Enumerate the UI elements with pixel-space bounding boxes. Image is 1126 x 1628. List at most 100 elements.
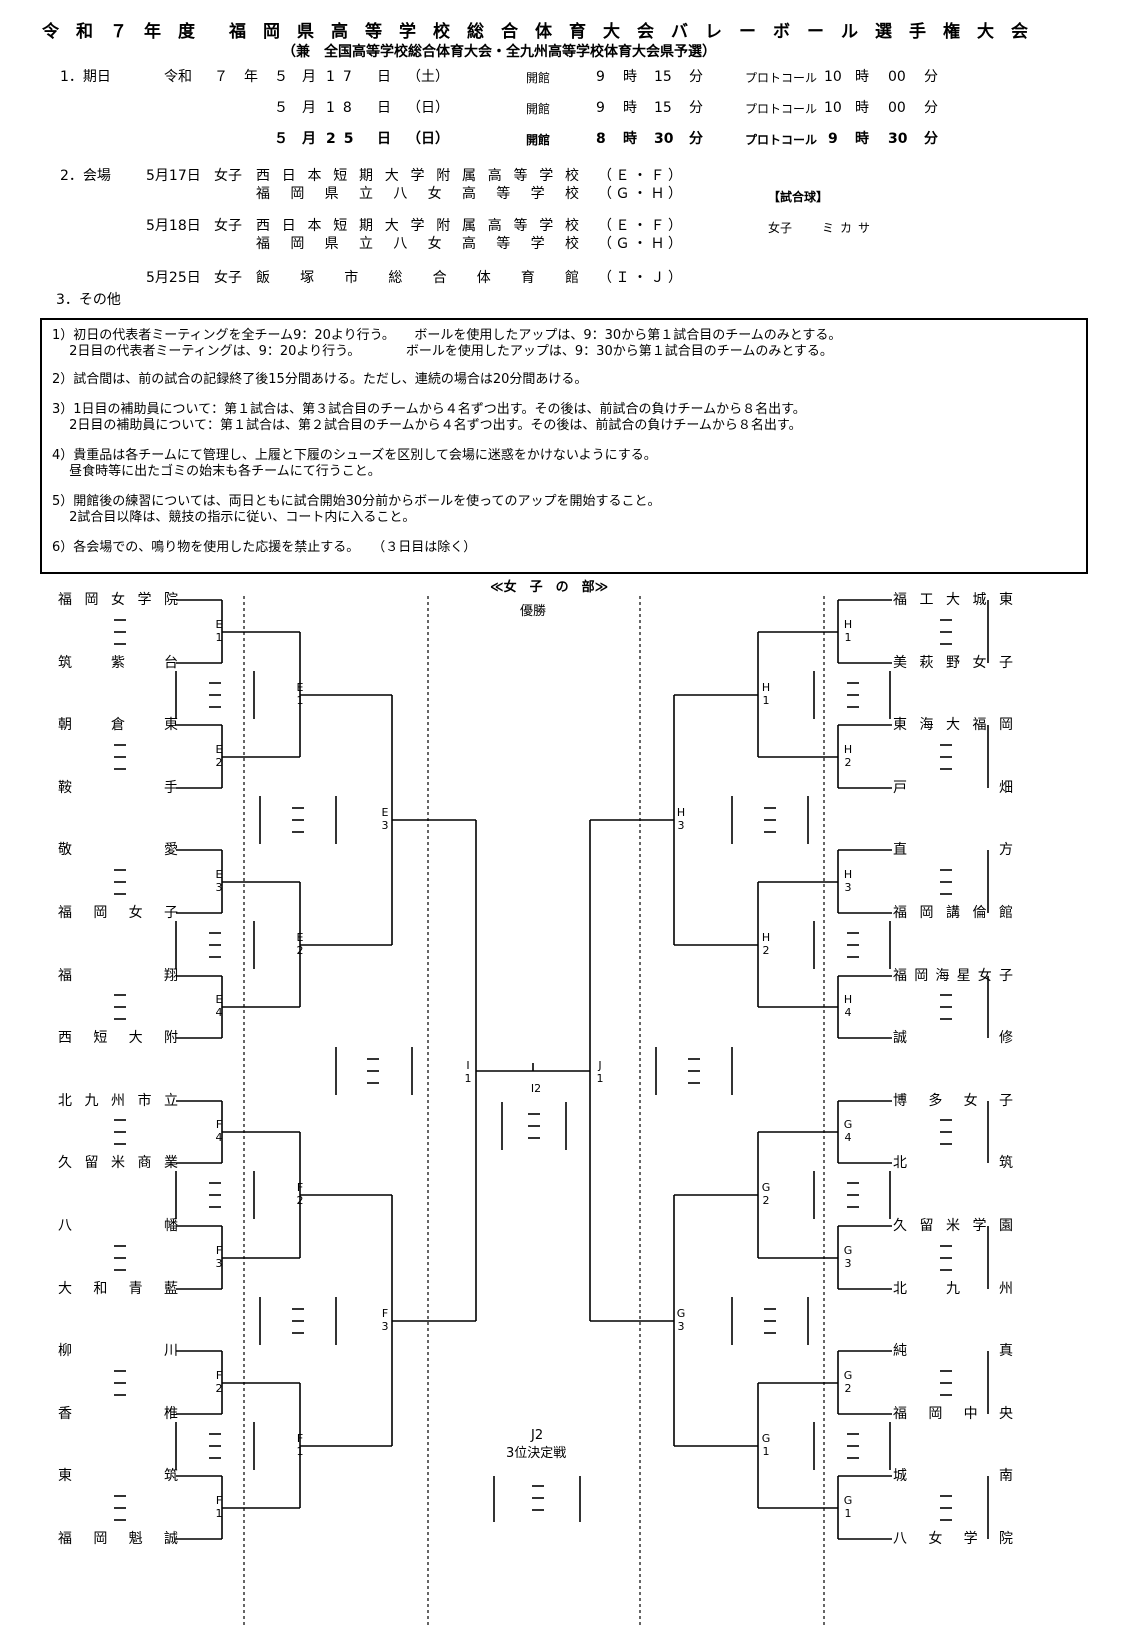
venue-court-char: （ [598, 236, 612, 252]
schedule-minute-label: 分 [689, 131, 703, 147]
match-court: H [843, 618, 853, 631]
note-line: 3）1日目の補助員について：第１試合は、第３試合目のチームから４名ずつ出す。その… [52, 402, 806, 417]
team-name-char: 南 [999, 1468, 1013, 1484]
right-team-name: 福工大城東 [893, 592, 1013, 608]
team-name-char: 敬 [58, 842, 72, 858]
team-name-char: 九 [84, 1093, 99, 1109]
team-name-char: 岡 [919, 905, 934, 921]
venue-courts: （Ｅ・Ｆ） [598, 168, 682, 184]
venue-court-char: Ｈ [650, 236, 665, 252]
team-name-char: 幡 [164, 1218, 178, 1234]
team-name-char: 福 [893, 592, 907, 608]
schedule-era: 令和 [164, 69, 192, 85]
ball-heading: 【試合球】 [768, 190, 829, 204]
venue-name-char: 学 [539, 168, 554, 184]
venue-name-char: 日 [281, 168, 296, 184]
match-court: E [215, 868, 223, 881]
right-team-name: 戸畑 [893, 780, 1013, 796]
team-name-char: 学 [972, 1218, 987, 1234]
match-court: F [381, 1307, 389, 1320]
team-name-char: 岡 [928, 1406, 943, 1422]
team-name-char: 倫 [972, 905, 987, 921]
team-name-char: 学 [963, 1531, 978, 1547]
venue-court-char: ・ [633, 186, 647, 202]
match-number: 2 [762, 944, 770, 957]
team-name-char: 子 [163, 905, 178, 921]
venue-court-char: （ [598, 218, 612, 234]
left-team-name: 久留米商業 [58, 1155, 178, 1171]
venue-heading: 2．会場 [60, 168, 111, 184]
venue-name: 飯塚市総合体育館 [256, 270, 579, 286]
team-name-char: 真 [999, 1343, 1013, 1359]
venue-sex: 女子 [214, 218, 242, 234]
match-court: F [215, 1494, 223, 1507]
match-court: E [296, 681, 304, 694]
venue-name-char: 県 [324, 186, 339, 202]
venue-name-char: 総 [388, 270, 403, 286]
team-name-char: 鞍 [58, 780, 72, 796]
match-number: 3 [215, 1257, 223, 1270]
third-place-code: J2 [531, 1428, 544, 1443]
schedule-day: 25 [326, 131, 362, 147]
venue-court-char: （ [598, 168, 612, 184]
venue-name-char: 短 [333, 168, 348, 184]
schedule-minute-label: 分 [924, 69, 938, 85]
match-number: 2 [215, 1382, 223, 1395]
third-place-label: 3位決定戦 [506, 1446, 567, 1461]
schedule-protocol-minute: 00 [888, 100, 906, 116]
team-name-char: 子 [998, 968, 1013, 984]
right-team-name: 美萩野女子 [893, 655, 1013, 671]
venue-name-char: 高 [487, 168, 502, 184]
team-name-char: 大 [58, 1281, 72, 1297]
team-name-char: 手 [164, 780, 178, 796]
team-name-char: 業 [164, 1155, 178, 1171]
venue-name-char: 高 [461, 236, 476, 252]
venue-name-char: 本 [307, 168, 322, 184]
team-name-char: 留 [84, 1155, 99, 1171]
schedule-open: 開館 [526, 133, 551, 147]
team-name-char: 北 [893, 1281, 907, 1297]
venue-name-char: 館 [564, 270, 579, 286]
team-name-char: 米 [111, 1155, 125, 1171]
venue-date: 5月18日 [146, 218, 201, 234]
venue-court-char: ） [668, 186, 682, 202]
note-line: 2日目の補助員について：第１試合は、第２試合目のチームから４名ずつ出す。その後は… [52, 418, 802, 433]
team-name-char: 女 [128, 905, 143, 921]
venue-name-char: 飯 [256, 270, 270, 286]
team-name-char: 青 [128, 1281, 143, 1297]
right-team-name: 博多女子 [893, 1093, 1013, 1109]
right-team-name: 福岡講倫館 [893, 905, 1013, 921]
venue-court-char: ） [668, 168, 682, 184]
venue-name: 福岡県立八女高等学校 [256, 236, 579, 252]
note-line: 5）開館後の練習については、両日ともに試合開始30分前からボールを使ってのアップ… [52, 494, 661, 509]
match-number: 2 [762, 1194, 770, 1207]
match-number: 1 [215, 1507, 223, 1520]
right-team-name: 誠修 [893, 1030, 1013, 1046]
schedule-open-hour: 8 [596, 131, 606, 147]
match-number: 1 [296, 1445, 304, 1458]
schedule-hour-label: 時 [855, 100, 869, 116]
note-line: 昼食時等に出たゴミの始末も各チームにて行うこと。 [52, 464, 381, 479]
schedule-open: 開館 [526, 71, 551, 85]
match-court: H [843, 868, 853, 881]
match-number: 1 [762, 1445, 770, 1458]
right-team-name: 北筑 [893, 1155, 1013, 1171]
match-number: 3 [844, 1257, 852, 1270]
match-number: 2 [296, 1194, 304, 1207]
venue-name-char: 校 [564, 186, 579, 202]
match-number: 1 [844, 1507, 852, 1520]
team-name-char: 八 [58, 1218, 72, 1234]
match-court: E [296, 931, 304, 944]
venue-court-char: ・ [633, 168, 647, 184]
schedule-protocol-hour: 9 [828, 131, 838, 147]
schedule-month: ５ [274, 131, 288, 147]
venue-name-char: 合 [432, 270, 447, 286]
venue-court-char: ） [668, 270, 682, 286]
venue-court-char: ） [668, 236, 682, 252]
team-name-char: 東 [893, 717, 907, 733]
